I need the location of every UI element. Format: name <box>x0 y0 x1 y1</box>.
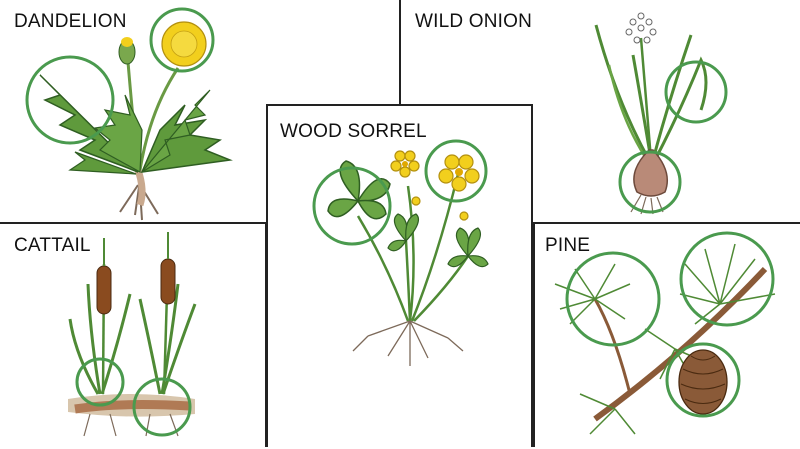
divider-horizontal-left <box>0 222 267 224</box>
highlight-wood-sorrel-leaf <box>312 166 392 246</box>
divider-vertical-right-bottom <box>533 222 535 447</box>
panel-cattail: CATTAIL <box>0 224 265 447</box>
highlight-wild-onion-bulb <box>618 150 682 214</box>
panel-label-dandelion: DANDELION <box>14 11 127 32</box>
highlight-pine-cone <box>665 342 741 418</box>
wild-onion-illustration <box>594 12 728 215</box>
wood-sorrel-illustration <box>312 139 489 366</box>
panel-label-wild-onion: WILD ONION <box>415 11 533 32</box>
highlight-wood-sorrel-flower <box>424 139 488 203</box>
highlight-dandelion-flower <box>149 7 215 73</box>
panel-label-pine: PINE <box>545 235 591 256</box>
highlight-cattail-stem-base <box>75 357 125 407</box>
panel-pine: PINE <box>535 224 800 447</box>
dandelion-illustration <box>25 7 233 221</box>
divider-horizontal-right <box>533 222 800 224</box>
highlight-dandelion-leaf <box>25 55 115 145</box>
panel-label-wood-sorrel: WOOD SORREL <box>280 121 427 142</box>
pine-illustration <box>554 231 776 435</box>
highlight-pine-needles-left <box>565 251 661 347</box>
highlight-wild-onion-leaf <box>664 60 728 124</box>
divider-vertical-top <box>399 0 401 112</box>
cattail-illustration <box>68 232 197 437</box>
highlight-pine-needles-right <box>679 231 775 327</box>
highlight-cattail-rhizome <box>132 377 192 437</box>
panel-label-cattail: CATTAIL <box>14 235 91 256</box>
panel-wood-sorrel: WOOD SORREL <box>266 104 533 447</box>
